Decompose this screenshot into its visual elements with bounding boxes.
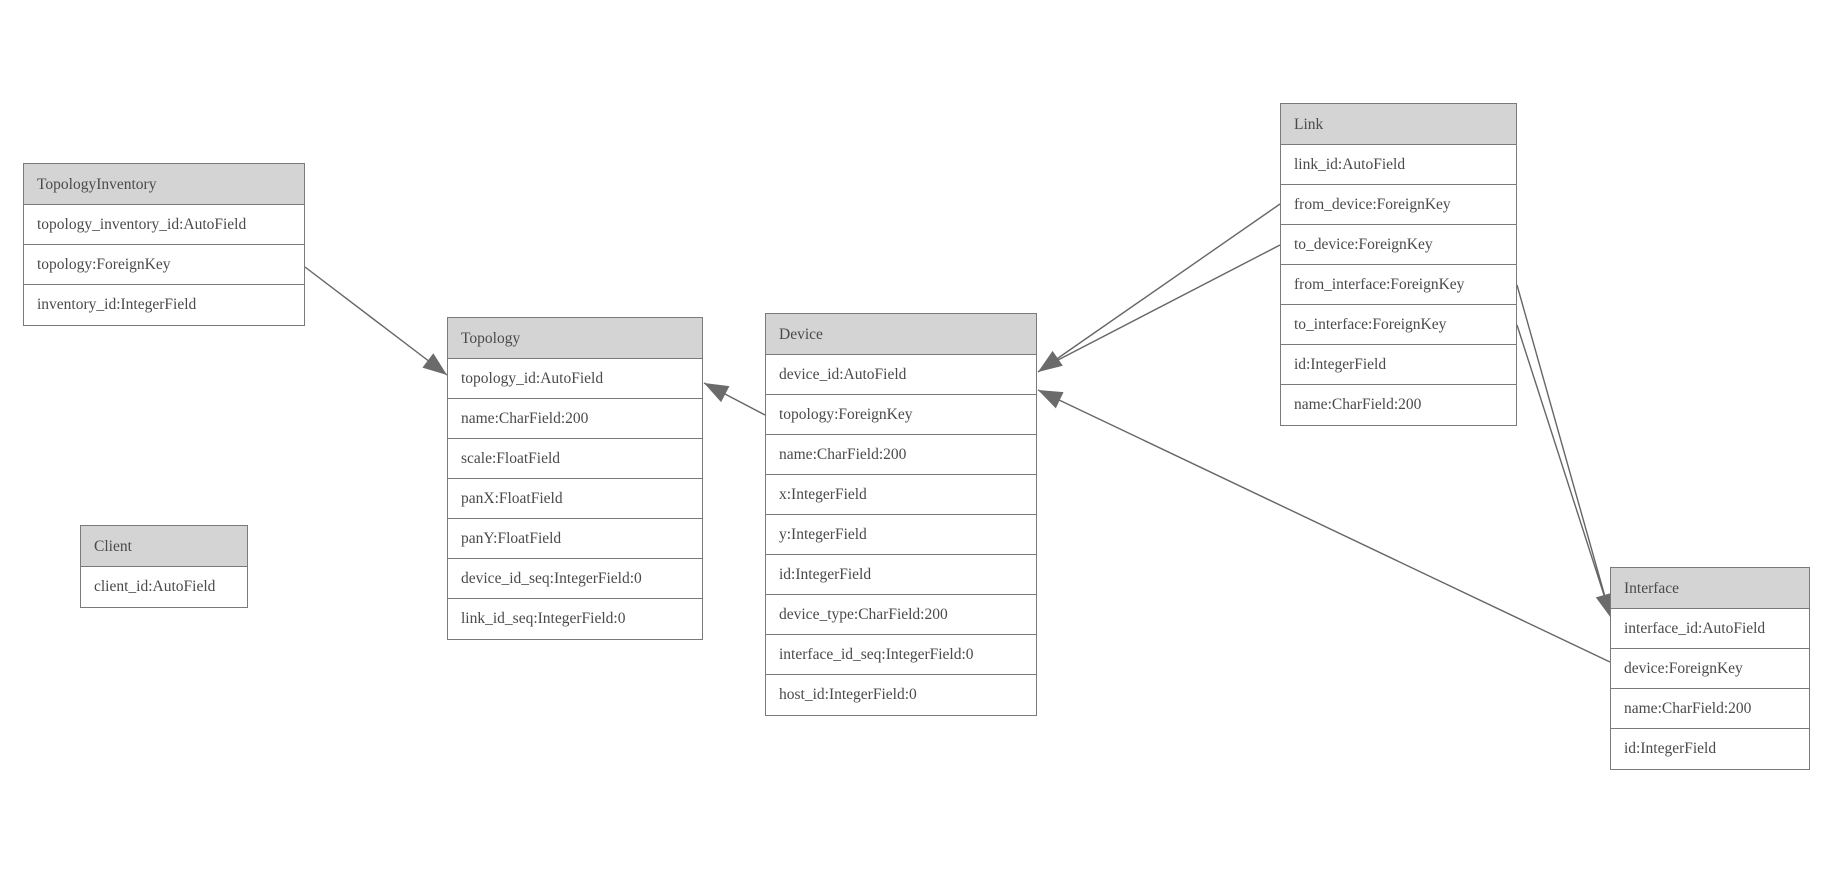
entity-title-interface: Interface <box>1611 568 1809 609</box>
entity-field-row: interface_id_seq:IntegerField:0 <box>766 635 1036 675</box>
entity-title-topologyinventory: TopologyInventory <box>24 164 304 205</box>
relationship-line <box>1037 203 1281 373</box>
entity-field-row: inventory_id:IntegerField <box>24 285 304 325</box>
entity-field-row: link_id:AutoField <box>1281 145 1516 185</box>
entity-field-row: from_interface:ForeignKey <box>1281 265 1516 305</box>
entity-field-row: device:ForeignKey <box>1611 649 1809 689</box>
entity-field-row: id:IntegerField <box>766 555 1036 595</box>
arrowhead-icon <box>1595 592 1614 618</box>
entity-field-row: x:IntegerField <box>766 475 1036 515</box>
entity-field-row: panY:FloatField <box>448 519 702 559</box>
entity-field-row: device_id_seq:IntegerField:0 <box>448 559 702 599</box>
entity-field-row: topology:ForeignKey <box>24 245 304 285</box>
relationship-line <box>1057 244 1281 361</box>
entity-field-row: host_id:IntegerField:0 <box>766 675 1036 715</box>
entity-title-device: Device <box>766 314 1036 355</box>
arrowhead-icon <box>1038 390 1064 409</box>
entity-field-row: name:CharField:200 <box>1611 689 1809 729</box>
entity-field-row: y:IntegerField <box>766 515 1036 555</box>
entity-field-row: name:CharField:200 <box>448 399 702 439</box>
entity-title-link: Link <box>1281 104 1516 145</box>
entity-field-row: topology_inventory_id:AutoField <box>24 205 304 245</box>
entity-field-row: link_id_seq:IntegerField:0 <box>448 599 702 639</box>
entity-field-row: client_id:AutoField <box>81 567 247 607</box>
entity-field-row: device_type:CharField:200 <box>766 595 1036 635</box>
entity-field-row: id:IntegerField <box>1611 729 1809 769</box>
entity-field-row: from_device:ForeignKey <box>1281 185 1516 225</box>
arrowhead-icon <box>422 353 447 375</box>
entity-field-row: to_interface:ForeignKey <box>1281 305 1516 345</box>
entity-field-row: panX:FloatField <box>448 479 702 519</box>
entity-title-client: Client <box>81 526 247 567</box>
entity-field-row: device_id:AutoField <box>766 355 1036 395</box>
relationship-line <box>1516 324 1605 596</box>
entity-title-topology: Topology <box>448 318 702 359</box>
entity-field-row: name:CharField:200 <box>766 435 1036 475</box>
entity-field-row: topology:ForeignKey <box>766 395 1036 435</box>
entity-field-row: to_device:ForeignKey <box>1281 225 1516 265</box>
entity-field-row: name:CharField:200 <box>1281 385 1516 425</box>
arrowhead-icon <box>704 383 730 403</box>
entity-field-row: scale:FloatField <box>448 439 702 479</box>
relationship-line <box>1037 389 1611 663</box>
relationship-line <box>304 266 448 376</box>
arrowhead-icon <box>1038 350 1063 372</box>
entity-field-row: interface_id:AutoField <box>1611 609 1809 649</box>
relationship-line <box>1516 284 1612 619</box>
entity-field-row: topology_id:AutoField <box>448 359 702 399</box>
entity-field-row: id:IntegerField <box>1281 345 1516 385</box>
